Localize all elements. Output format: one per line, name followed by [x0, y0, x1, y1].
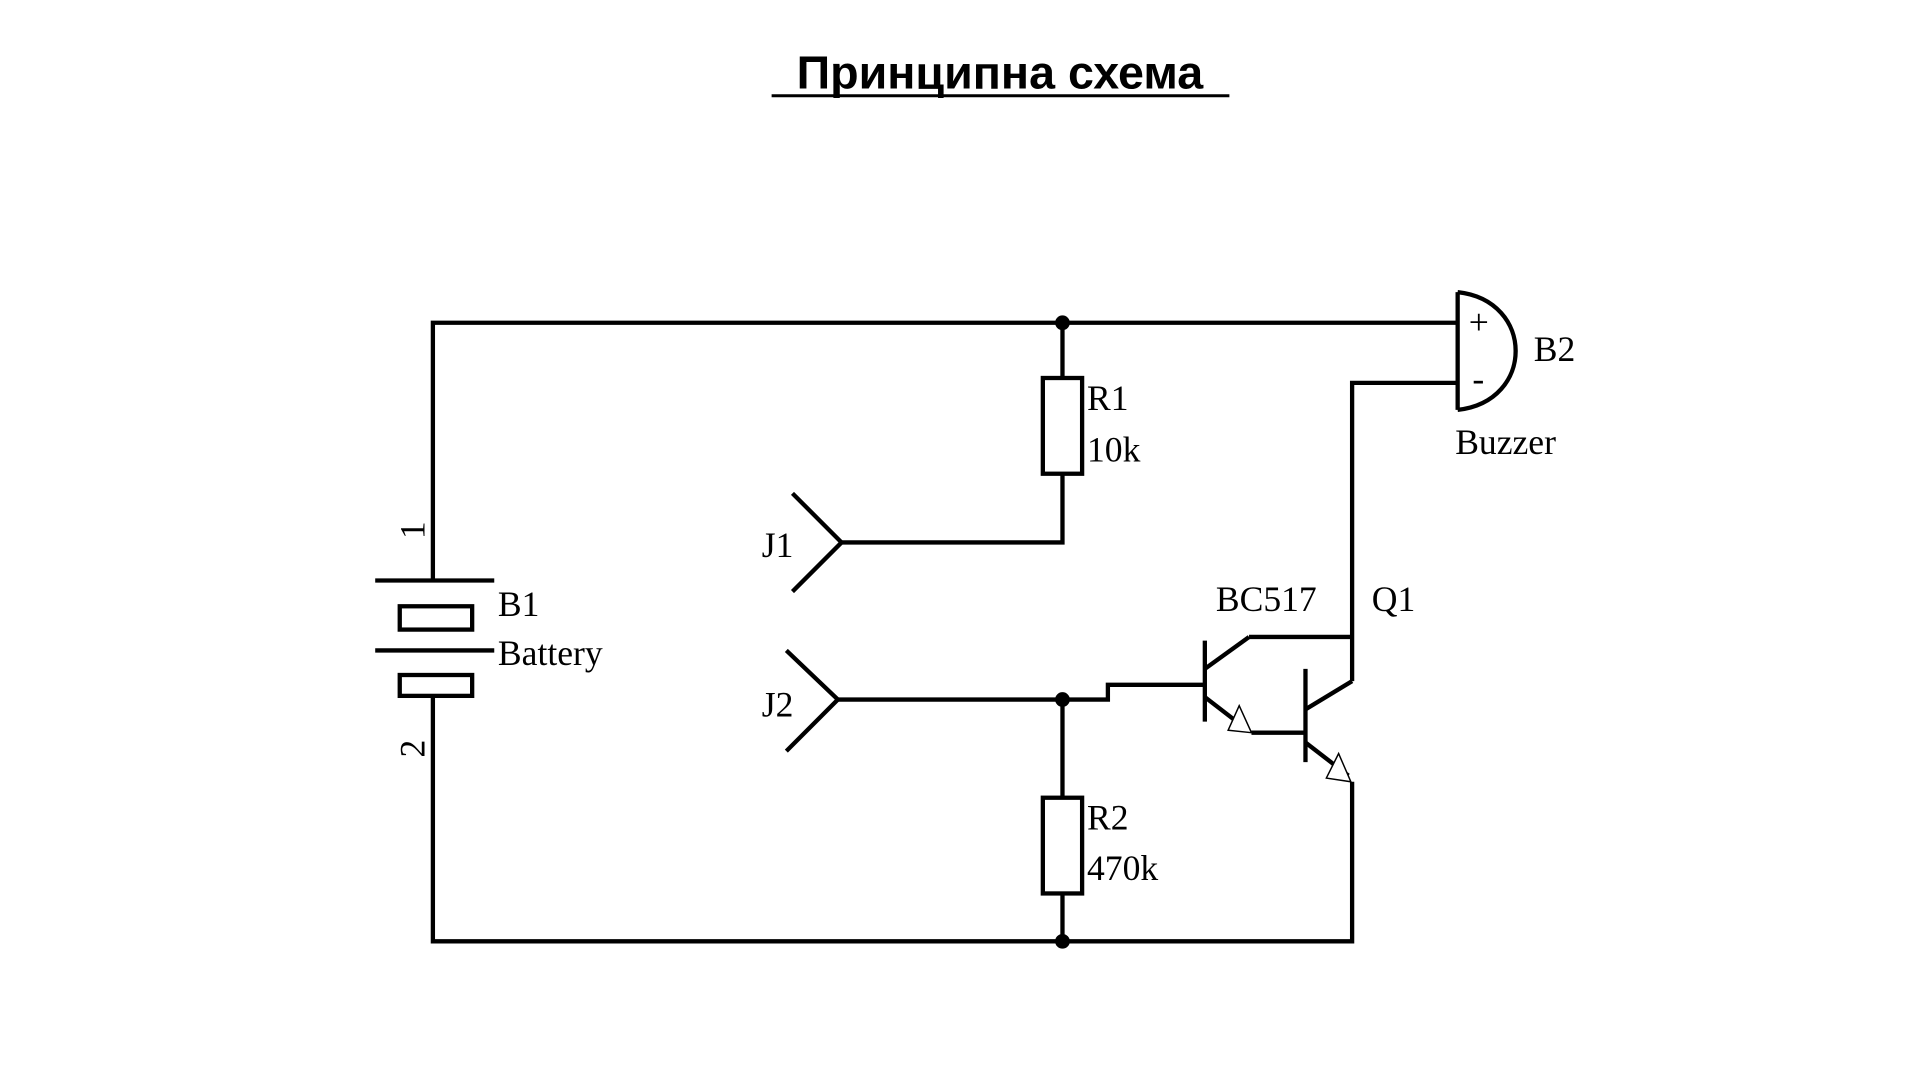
q1-value: BC517 [1216, 579, 1317, 619]
r2-ref: R2 [1087, 798, 1129, 838]
battery-value: Battery [498, 633, 603, 673]
resistor-r1: R1 10k [1040, 375, 1141, 476]
connector-j2: J2 [762, 648, 841, 753]
junction-dot [1055, 692, 1070, 707]
emitter-arrow-icon [1325, 751, 1353, 783]
junction-dot [1055, 315, 1070, 331]
wires [430, 320, 1458, 944]
r2-value: 470k [1087, 848, 1158, 888]
r1-value: 10k [1087, 429, 1141, 469]
junction-dot [1055, 933, 1070, 949]
page-title: Принципна схема [797, 46, 1205, 98]
j2-ref: J2 [762, 685, 794, 725]
buzzer-minus: - [1472, 358, 1484, 398]
transistor-q1: BC517 Q1 [1202, 579, 1415, 783]
buzzer-ref: B2 [1534, 329, 1576, 369]
battery-b1: 1 2 B1 Battery [375, 521, 603, 758]
connector-j1: J1 [762, 491, 845, 594]
battery-pin1-label: 1 [392, 521, 432, 539]
resistor-r2: R2 470k [1040, 795, 1158, 896]
buzzer-b2: + - B2 Buzzer [1455, 289, 1576, 462]
q1-ref: Q1 [1372, 579, 1415, 619]
j1-ref: J1 [762, 525, 794, 565]
battery-ref: B1 [498, 584, 540, 624]
r1-ref: R1 [1087, 378, 1129, 418]
battery-pin2-label: 2 [392, 740, 432, 758]
buzzer-value: Buzzer [1455, 422, 1556, 462]
emitter-arrow-icon [1227, 703, 1253, 734]
buzzer-plus: + [1469, 302, 1489, 342]
